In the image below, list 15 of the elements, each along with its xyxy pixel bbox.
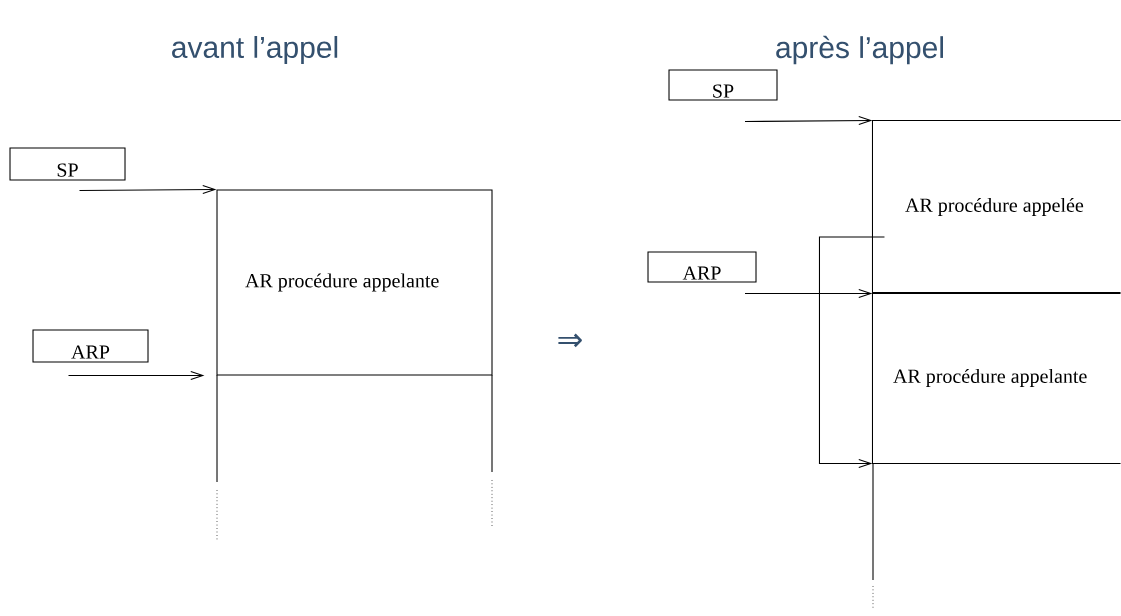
arrow bbox=[67, 371, 205, 381]
heading: après l’appel bbox=[776, 35, 943, 65]
arrow bbox=[78, 185, 217, 195]
arrow bbox=[818, 236, 885, 469]
activation-record-box: AR procédure appelante bbox=[871, 291, 1121, 465]
arrow bbox=[744, 116, 873, 126]
register-box: SP bbox=[9, 147, 126, 181]
activation-record-box: AR procédure appelée bbox=[871, 119, 1121, 295]
register-box: ARP bbox=[647, 251, 757, 283]
arrow bbox=[744, 289, 873, 299]
activation-record-box: AR procédure appelante bbox=[216, 189, 493, 376]
register-box: SP bbox=[668, 69, 778, 101]
register-box: ARP bbox=[32, 329, 149, 363]
implies-arrow: ⇒ bbox=[558, 333, 582, 348]
heading: avant l’appel bbox=[172, 36, 338, 64]
